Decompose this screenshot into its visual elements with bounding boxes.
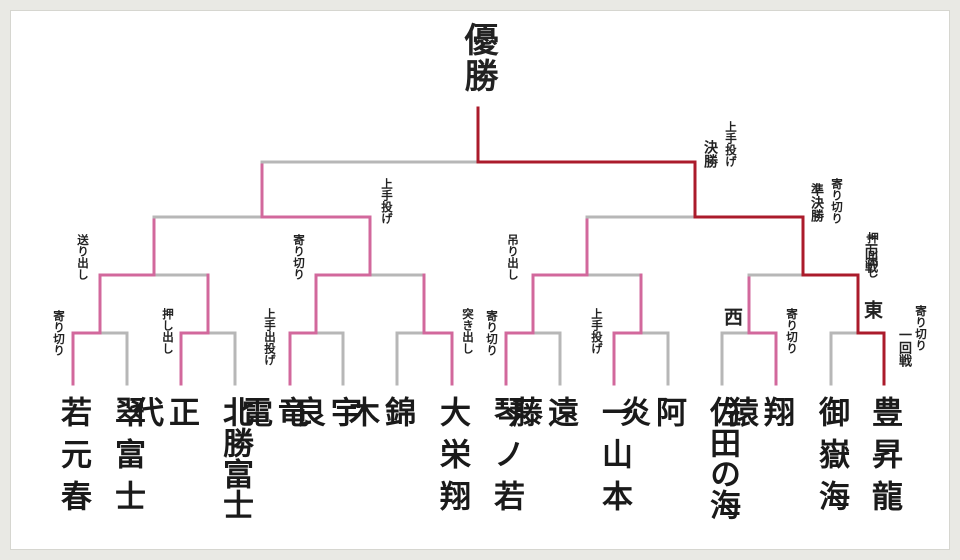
wrestler-name-14-text: 翔猿 <box>722 396 794 489</box>
wrestler-name-3-text: 正代 <box>127 396 199 489</box>
kimarite-r1-3: 上手出投げ <box>263 308 277 366</box>
kimarite-r2-1: 送り出し <box>76 234 90 280</box>
round-label-r2: 二回戦 <box>862 234 877 273</box>
kimarite-r2-3: 吊り出し <box>506 234 520 280</box>
wrestler-name-13: 佐田の海 <box>704 396 740 520</box>
wrestler-name-10: 遠藤 <box>506 396 578 560</box>
wrestler-name-2: 翠富士 <box>109 396 145 522</box>
kimarite-r1-2: 押し出し <box>161 308 175 354</box>
wrestler-name-9: 琴ノ若 <box>488 396 524 522</box>
wrestler-name-5-text: 竜電 <box>236 396 308 489</box>
kimarite-r1-6: 上手投げ <box>590 308 604 354</box>
wrestler-name-6-text: 宇良 <box>289 396 361 489</box>
champion-title: 優勝 <box>458 22 498 94</box>
wrestler-name-12-text: 阿炎 <box>614 396 686 489</box>
bracket-frame <box>10 10 950 550</box>
wrestler-name-7-text: 錦木 <box>343 396 415 489</box>
wrestler-name-5: 竜電 <box>236 396 308 560</box>
wrestler-name-16: 豊昇龍 <box>866 396 902 522</box>
kimarite-semi-2: 寄り切り <box>830 178 844 224</box>
wrestler-name-4: 北勝富士 <box>217 396 253 520</box>
kimarite-r2-2: 寄り切り <box>292 234 306 280</box>
kimarite-r2-4: 押し出し <box>866 232 880 278</box>
wrestler-name-7: 錦木 <box>343 396 415 560</box>
wrestler-name-10-text: 遠藤 <box>506 396 578 489</box>
wrestler-name-14: 翔猿 <box>722 396 794 560</box>
kimarite-final: 上手投げ <box>724 121 738 167</box>
round-label-r1: 一回戦 <box>896 328 911 367</box>
kimarite-r1-1: 寄り切り <box>52 310 66 356</box>
round-label-final: 決勝 <box>702 140 718 168</box>
wrestler-name-11: 一山本 <box>596 396 632 522</box>
side-west-label: 西 <box>721 307 743 326</box>
round-label-semi: 準決勝 <box>808 183 823 222</box>
wrestler-name-3: 正代 <box>127 396 199 560</box>
kimarite-r1-7: 寄り切り <box>785 308 799 354</box>
kimarite-r1-8: 寄り切り <box>914 305 928 351</box>
wrestler-name-15: 御嶽海 <box>813 396 849 522</box>
wrestler-name-6: 宇良 <box>289 396 361 560</box>
kimarite-r1-5: 寄り切り <box>485 310 499 356</box>
kimarite-r1-4: 突き出し <box>461 308 475 354</box>
wrestler-name-1: 若元春 <box>55 396 91 522</box>
kimarite-semi-1: 上手投げ <box>380 178 394 224</box>
wrestler-name-8: 大栄翔 <box>434 396 470 522</box>
wrestler-name-12: 阿炎 <box>614 396 686 560</box>
side-east-label: 東 <box>861 300 883 319</box>
